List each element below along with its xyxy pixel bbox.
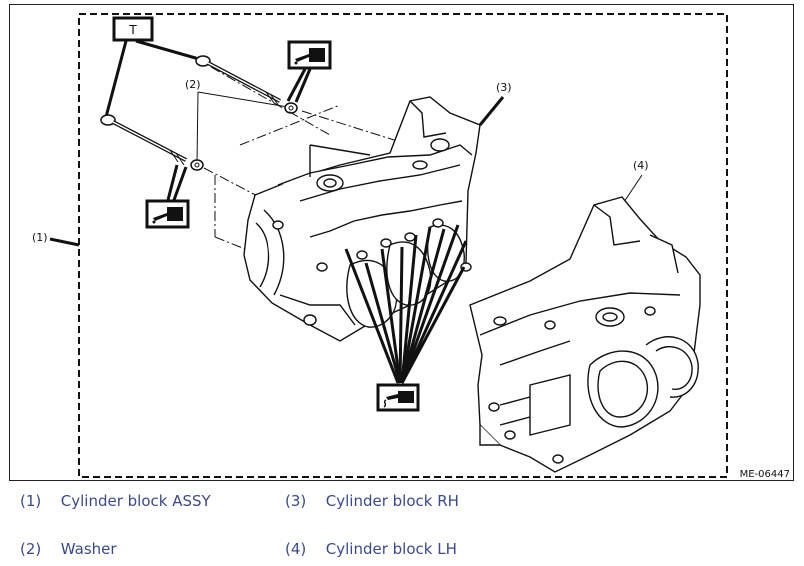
legend-label: Cylinder block RH: [325, 492, 459, 510]
sealant-icon: [376, 383, 420, 412]
svg-text:T: T: [128, 23, 137, 37]
leader-2a: [197, 91, 289, 108]
legend-label: Washer: [60, 540, 117, 558]
leader-1: [49, 237, 80, 247]
figure-code: ME-06447: [740, 469, 790, 480]
legend-num: (1): [20, 492, 42, 510]
cylinder-block-lh: [469, 196, 701, 473]
oil-leader-upper-b: [294, 68, 312, 103]
legend-item-2: (2) Washer: [20, 540, 117, 558]
callout-1: (1): [32, 231, 48, 244]
oil-leader-lower-b: [172, 166, 188, 201]
legend-num: (2): [20, 540, 42, 558]
callout-4: (4): [633, 159, 649, 172]
legend-num: (4): [285, 540, 307, 558]
legend-label: Cylinder block LH: [325, 540, 457, 558]
callout-2: (2): [185, 78, 201, 91]
torque-leader-lower: [104, 40, 128, 118]
legend-item-4: (4) Cylinder block LH: [285, 540, 457, 558]
legend-item-1: (1) Cylinder block ASSY: [20, 492, 211, 510]
torque-leader-upper: [135, 39, 207, 63]
cylinder-block-diagram: (1) (2) (3) (4) T: [32, 13, 790, 480]
oil-leader-upper-a: [286, 68, 307, 102]
legend-item-3: (3) Cylinder block RH: [285, 492, 459, 510]
oil-leader-lower-a: [166, 164, 179, 201]
leader-3: [478, 96, 505, 126]
callout-3: (3): [496, 81, 512, 94]
lower-bolt: [100, 114, 204, 171]
figure-frame: (1) (2) (3) (4) T: [9, 4, 794, 481]
oil-can-icon-lower: [145, 199, 190, 229]
leader-2b: [196, 91, 199, 164]
legend-num: (3): [285, 492, 307, 510]
torque-box: T: [112, 16, 154, 42]
legend-label: Cylinder block ASSY: [60, 492, 211, 510]
assembly-boundary: [78, 13, 728, 478]
sealant-leaders: [344, 224, 468, 384]
upper-bolt: [195, 55, 298, 114]
cylinder-block-rh: [243, 96, 481, 342]
oil-can-icon: [287, 40, 332, 70]
